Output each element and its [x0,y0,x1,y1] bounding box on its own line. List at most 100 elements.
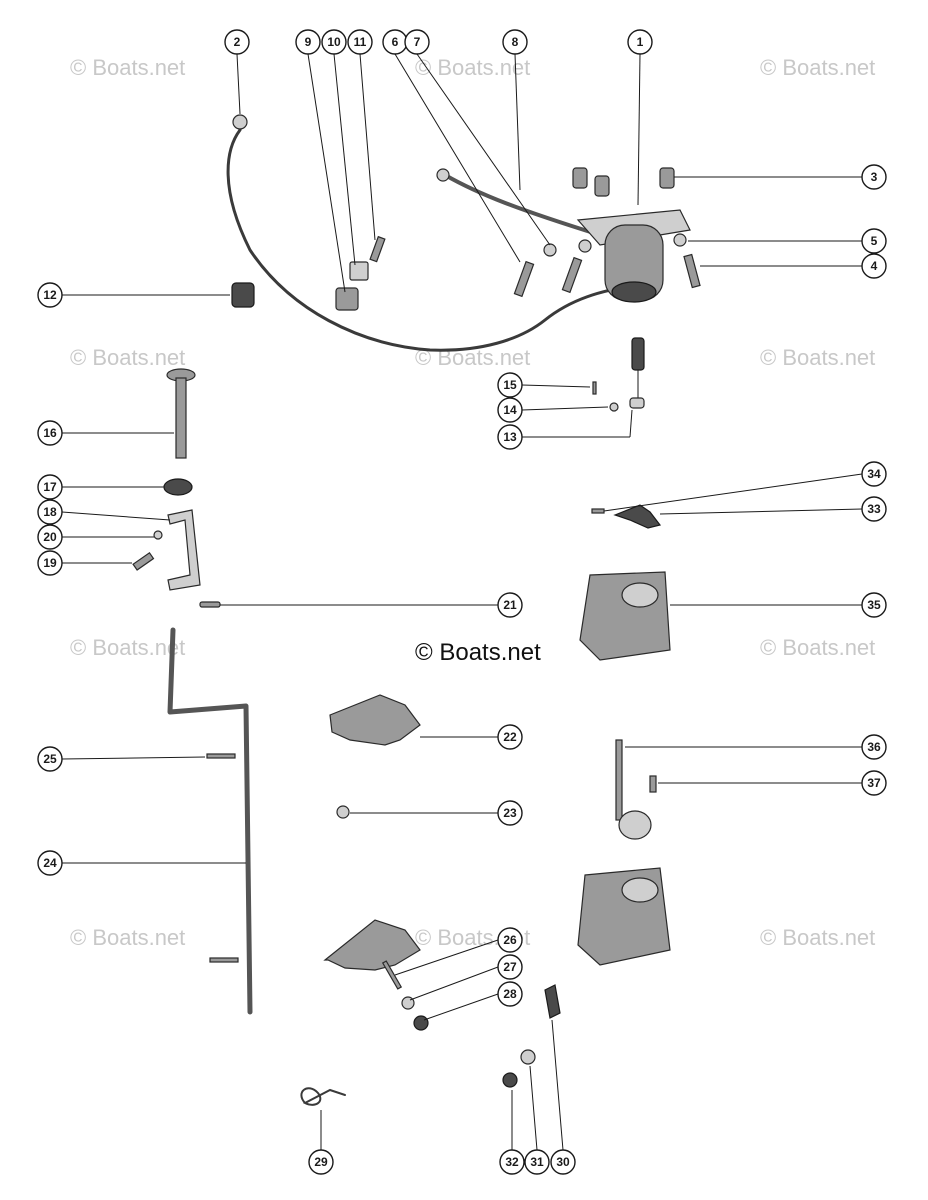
svg-text:6: 6 [392,35,399,49]
nut-28 [413,1015,429,1031]
watermarks: © Boats.net © Boats.net © Boats.net © Bo… [70,55,875,950]
carburetor-lower-throat [621,877,659,903]
clamp-10 [349,261,369,281]
callout-29: 29 [308,1149,334,1175]
watermark-11: © Boats.net [760,925,875,950]
spring-29 [300,1087,346,1106]
clamp-9 [335,287,359,311]
callout-24: 24 [37,850,63,876]
callout-4: 4 [861,253,887,279]
cam-22 [329,694,421,746]
pin-13 [629,397,645,409]
callout-11: 11 [347,29,373,55]
leader-lines [61,53,863,1151]
grommet-12 [231,282,255,308]
callout-13: 13 [497,424,523,450]
callout-34: 34 [861,461,887,487]
callout-17: 17 [37,474,63,500]
svg-text:34: 34 [867,467,881,481]
link-end-a [436,168,450,182]
callout-22: 22 [497,724,523,750]
callout-26: 26 [497,927,523,953]
lever-36-end [618,810,652,840]
bushing-a [572,167,588,189]
carburetor-35 [579,571,671,661]
callout-18: 18 [37,499,63,525]
bolt-16 [175,377,187,459]
callout-31: 31 [524,1149,550,1175]
nut-5 [673,233,687,247]
callout-8: 8 [502,29,528,55]
shift-rod-24 [167,627,253,1015]
bolt-19 [132,551,155,571]
callout-14: 14 [497,397,523,423]
screw-34 [591,508,605,514]
screw-4 [683,253,701,289]
screw-left [513,260,535,298]
svg-text:18: 18 [43,505,57,519]
svg-text:10: 10 [327,35,341,49]
callout-7: 7 [404,29,430,55]
callout-36: 36 [861,734,887,760]
callout-12: 12 [37,282,63,308]
callout-2: 2 [224,29,250,55]
bushing-c [659,167,675,189]
carburetor-35-throat [621,582,659,608]
pin-25 [206,753,236,759]
callout-20: 20 [37,524,63,550]
callout-15: 15 [497,372,523,398]
lever-36 [615,739,623,821]
svg-text:8: 8 [512,35,519,49]
screw-37 [649,775,657,793]
callout-32: 32 [499,1149,525,1175]
callout-19: 19 [37,550,63,576]
svg-text:25: 25 [43,752,57,766]
svg-text:12: 12 [43,288,57,302]
svg-text:5: 5 [871,234,878,248]
svg-text:29: 29 [314,1155,328,1169]
svg-text:19: 19 [43,556,57,570]
ground-wire [226,128,642,352]
callout-30: 30 [550,1149,576,1175]
watermark-center: © Boats.net [415,639,541,666]
svg-text:2: 2 [234,35,241,49]
svg-text:36: 36 [867,740,881,754]
pin-15 [592,381,597,395]
svg-text:20: 20 [43,530,57,544]
callout-23: 23 [497,800,523,826]
svg-text:26: 26 [503,933,517,947]
plunger [631,337,645,371]
svg-text:17: 17 [43,480,57,494]
svg-text:37: 37 [867,776,881,790]
watermark-6: © Boats.net [760,345,875,370]
washer-20 [153,530,163,540]
svg-text:31: 31 [530,1155,544,1169]
washer-14 [609,402,619,412]
callout-9: 9 [295,29,321,55]
callout-16: 16 [37,420,63,446]
watermark-1: © Boats.net [70,55,185,80]
callout-27: 27 [497,954,523,980]
watermark-7: © Boats.net [70,635,185,660]
svg-text:27: 27 [503,960,517,974]
svg-text:4: 4 [871,259,878,273]
svg-text:3: 3 [871,170,878,184]
screw-mid [561,256,583,294]
callout-35: 35 [861,592,887,618]
callout-28: 28 [497,981,523,1007]
washer-7 [543,243,557,257]
svg-text:23: 23 [503,806,517,820]
pin-lower [209,957,239,963]
bushing-b [594,175,610,197]
callout-1: 1 [627,29,653,55]
watermark-8: © Boats.net [760,635,875,660]
wire-ring-terminal [232,114,248,130]
bracket-18 [167,509,201,591]
link-rod-8 [443,173,602,237]
nut-32 [502,1072,518,1088]
washer-6 [578,239,592,253]
svg-text:9: 9 [305,35,312,49]
clip-33 [613,504,662,529]
svg-text:24: 24 [43,856,57,870]
screw-11 [369,235,386,263]
